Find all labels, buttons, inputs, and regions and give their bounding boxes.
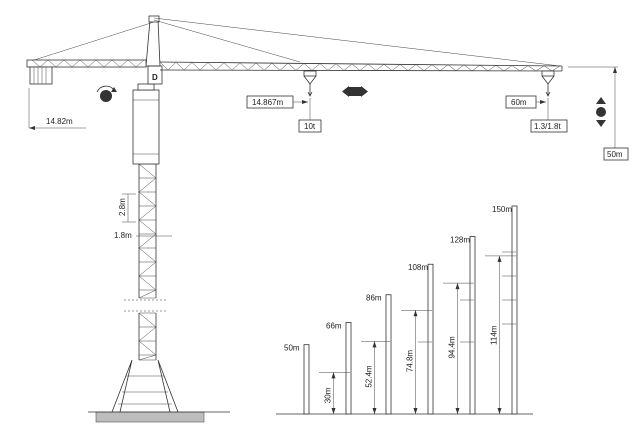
height-column [385, 294, 392, 415]
tip-load-label: 1.3/1.8t [534, 122, 561, 131]
counter-jib [26, 59, 147, 85]
tie-spacing-label: 52.4m [365, 365, 374, 388]
jib-lattice [159, 61, 561, 72]
mid-radius-dimension: 14.867m 10t [246, 95, 322, 133]
slewing-ring [137, 83, 155, 91]
counter-jib-dimension: 14.82m [28, 88, 86, 130]
tip-radius-dimension: 60m 1.3/1.8t [505, 95, 568, 133]
mid-trolley [303, 70, 317, 97]
foundation-block [95, 411, 205, 423]
height-column [469, 236, 476, 415]
counterweight [29, 66, 53, 85]
column-height-label: 108m [408, 263, 428, 272]
free-standing-height-label: 50m [607, 150, 623, 159]
jib-pendants [27, 17, 561, 67]
trolley-travel-icon [342, 86, 368, 97]
height-column [303, 344, 310, 415]
mast-section-width-label: 1.8m [114, 231, 132, 240]
column-height-label: 50m [284, 344, 300, 353]
height-chart: 50m 66m 86m 108m 128m 150m 30m 52.4m 74.8m 94.4m 1… [276, 205, 533, 415]
height-column [511, 205, 518, 415]
tie-spacing-label: 114m [490, 325, 499, 345]
column-height-label: 86m [366, 294, 382, 303]
column-height-label: 150m [492, 205, 512, 214]
column-height-label: 128m [450, 236, 470, 245]
mast-dimensions: 2.8m 1.8m [114, 193, 172, 240]
tip-radius-label: 60m [511, 98, 527, 107]
tower-head [145, 19, 161, 67]
climbing-cage [132, 89, 160, 165]
hoist-up-down-icon [596, 97, 606, 127]
mast-upper [138, 163, 157, 299]
mast-section-height-label: 2.8m [118, 198, 127, 216]
tie-spacing-label: 74.8m [406, 350, 415, 373]
height-dimension: 50m [568, 66, 629, 161]
tie-spacing-label: 94.4m [448, 336, 457, 359]
tie-spacing-label: 30m [324, 387, 333, 403]
mast-lower [138, 312, 157, 361]
height-column [427, 263, 434, 415]
counter-jib-length-label: 14.82m [46, 117, 73, 126]
column-height-label: 66m [326, 321, 342, 330]
mid-radius-label: 14.867m [252, 98, 283, 107]
tip-trolley [541, 70, 555, 97]
main-jib [159, 61, 563, 72]
cab-letter-icon: D [152, 73, 158, 82]
base-legs [111, 359, 179, 413]
tower-crane: D [26, 15, 629, 423]
mid-load-label: 10t [304, 122, 316, 131]
height-column [345, 322, 352, 415]
slewing-rotation-icon [96, 85, 117, 102]
